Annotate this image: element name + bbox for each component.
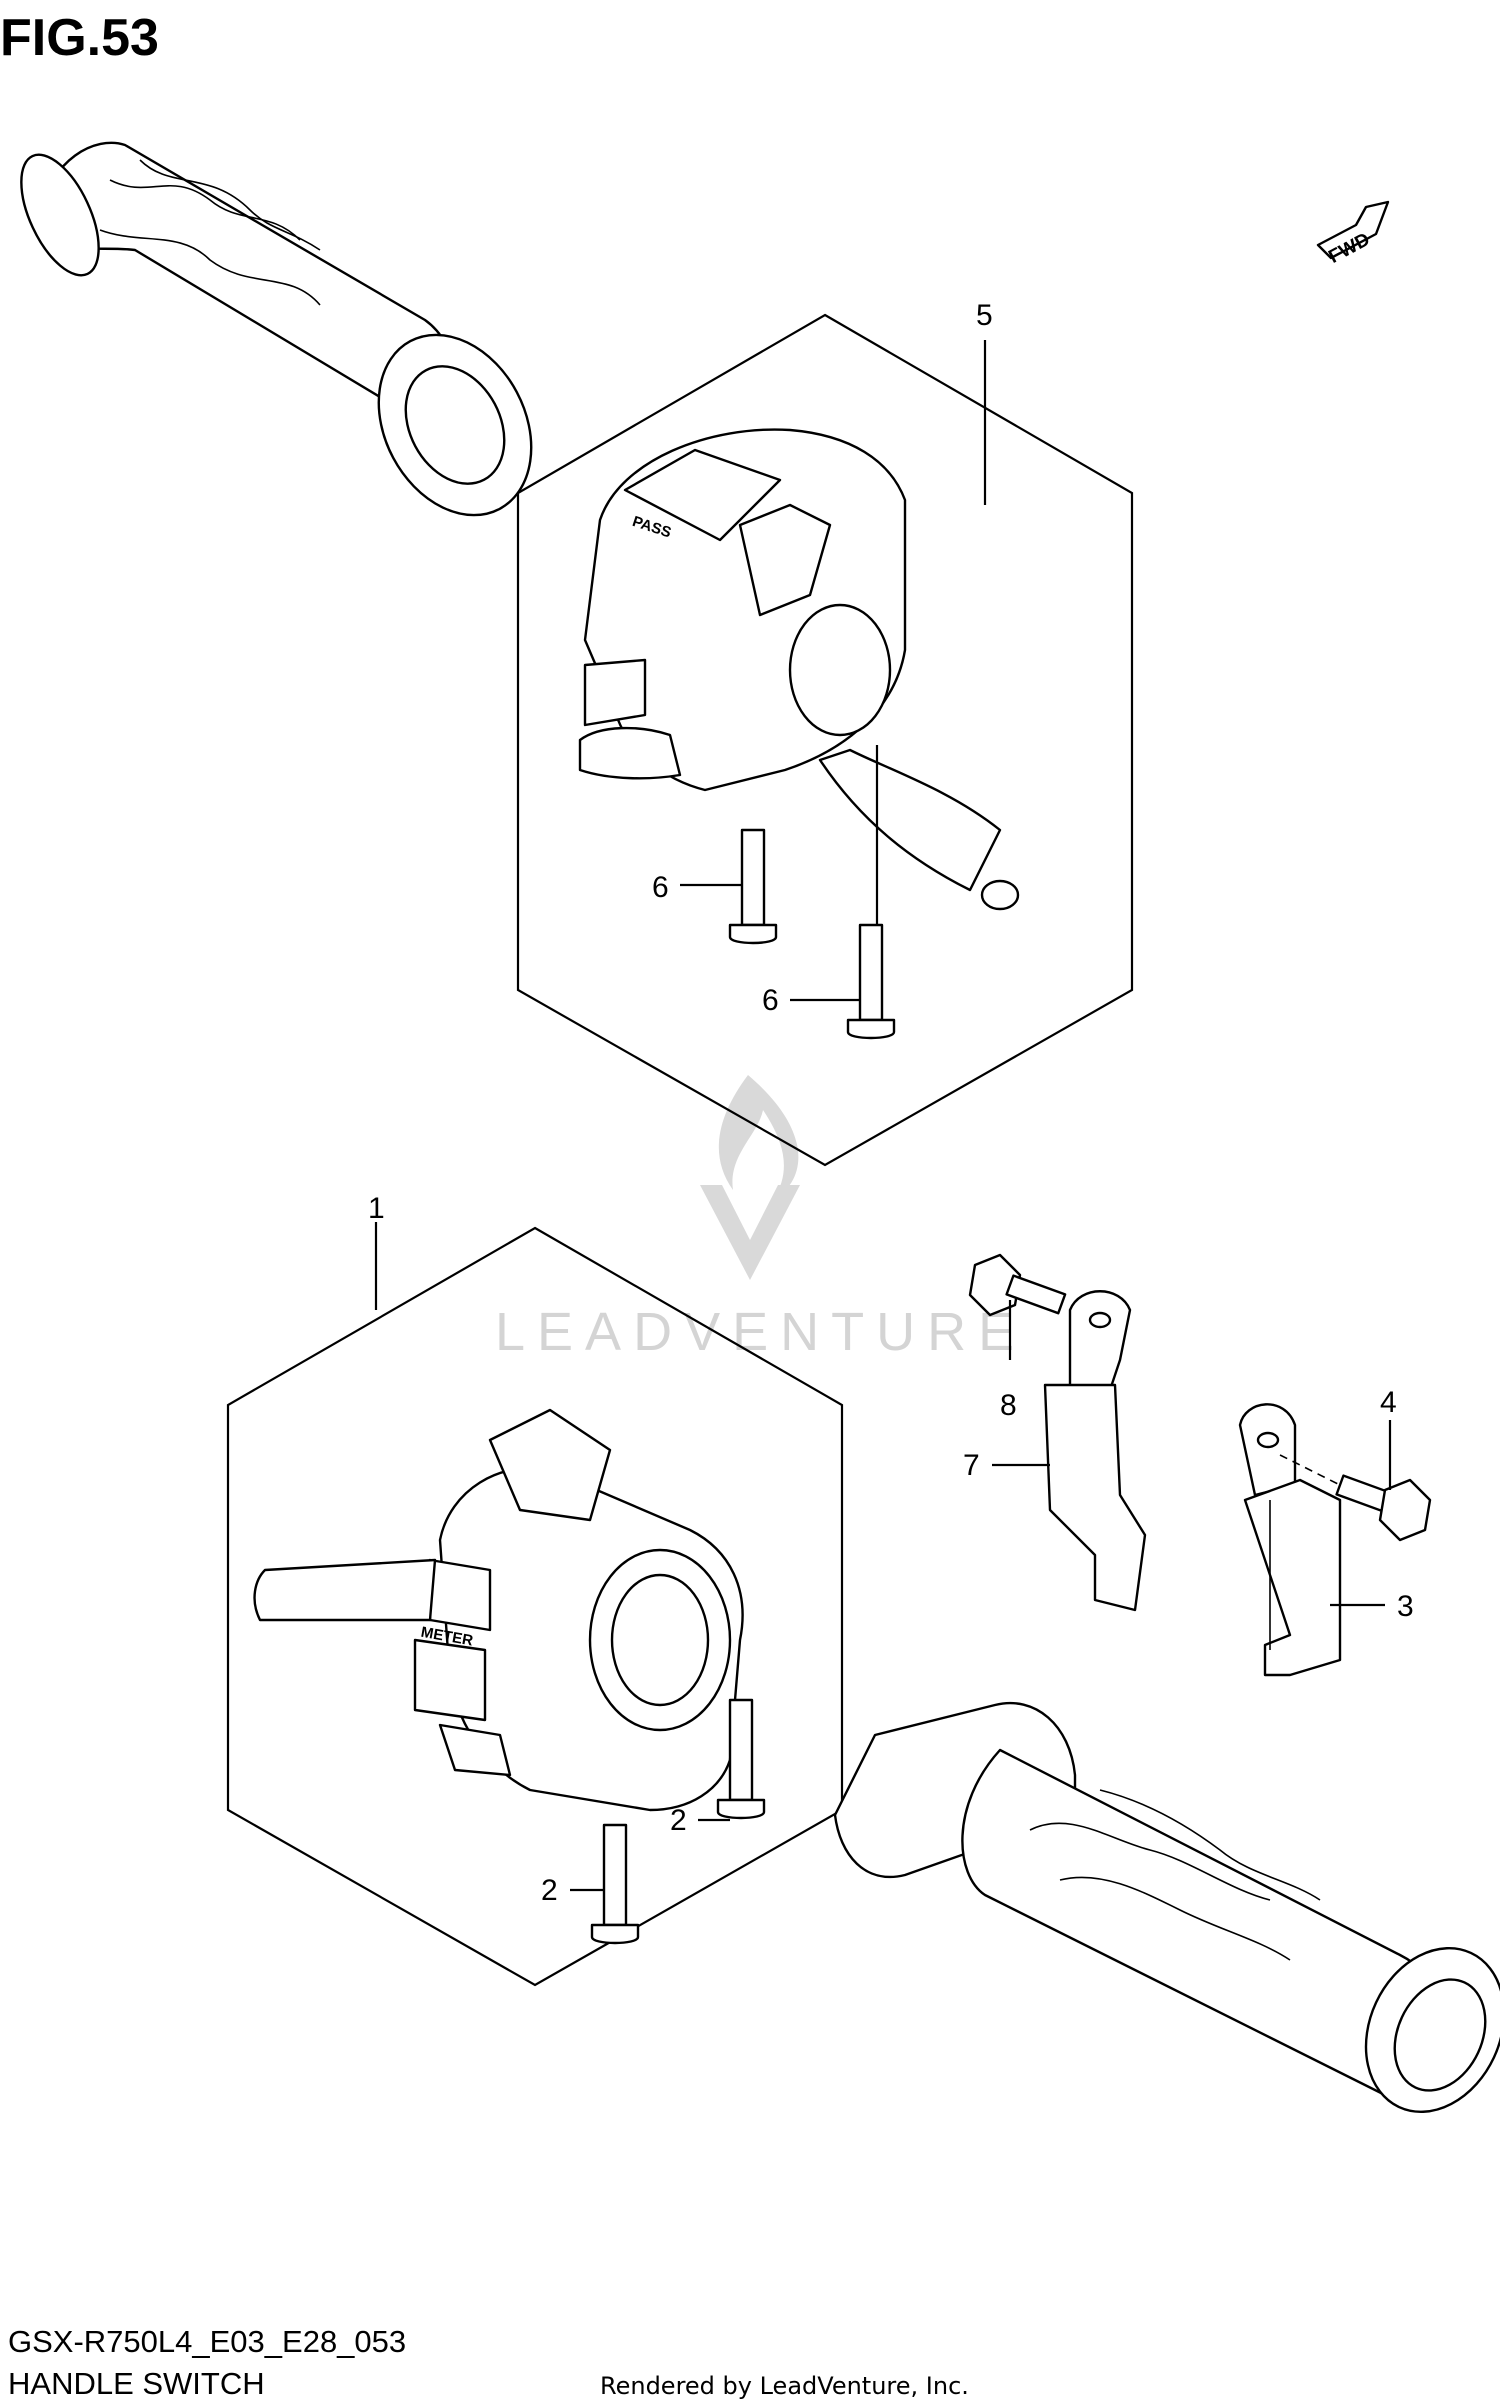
callout-5: 5 bbox=[976, 299, 993, 332]
footer-credit: Rendered by LeadVenture, Inc. bbox=[600, 2372, 969, 2400]
callout-4: 4 bbox=[1380, 1386, 1397, 1419]
throttle-grip-lower bbox=[833, 1702, 1500, 2113]
callout-6-lower: 6 bbox=[762, 984, 779, 1017]
callout-2-lower: 2 bbox=[541, 1874, 558, 1907]
screw-2a bbox=[716, 1698, 766, 1820]
callout-8: 8 bbox=[1000, 1389, 1017, 1422]
figure-title: FIG.53 bbox=[0, 9, 159, 67]
bolt-4 bbox=[1279, 1454, 1432, 1542]
switch-assembly-left: PASS bbox=[578, 428, 1020, 911]
bracket-7 bbox=[1043, 1290, 1147, 1612]
callout-2-upper: 2 bbox=[670, 1804, 687, 1837]
screw-6b bbox=[846, 923, 896, 1040]
screw-6a bbox=[728, 828, 778, 945]
switch-assembly-right: METER bbox=[253, 1408, 744, 1812]
hexagon-part-1 bbox=[226, 1226, 844, 1987]
leadventure-watermark: LEADVENTURE bbox=[495, 1075, 1026, 1362]
bracket-3 bbox=[1238, 1403, 1342, 1677]
watermark-text: LEADVENTURE bbox=[495, 1302, 1026, 1362]
screw-2b bbox=[590, 1823, 640, 1945]
fwd-arrow-icon: FWD bbox=[1316, 200, 1390, 268]
bolt-8 bbox=[968, 1253, 1067, 1317]
handle-grip-upper bbox=[20, 141, 533, 517]
callout-7: 7 bbox=[963, 1449, 980, 1482]
callout-3: 3 bbox=[1397, 1590, 1414, 1623]
footer-diagram-code: GSX-R750L4_E03_E28_053 bbox=[8, 2324, 407, 2359]
callout-6-upper: 6 bbox=[652, 871, 669, 904]
callout-1: 1 bbox=[368, 1192, 385, 1225]
footer-section-title: HANDLE SWITCH bbox=[8, 2366, 265, 2401]
